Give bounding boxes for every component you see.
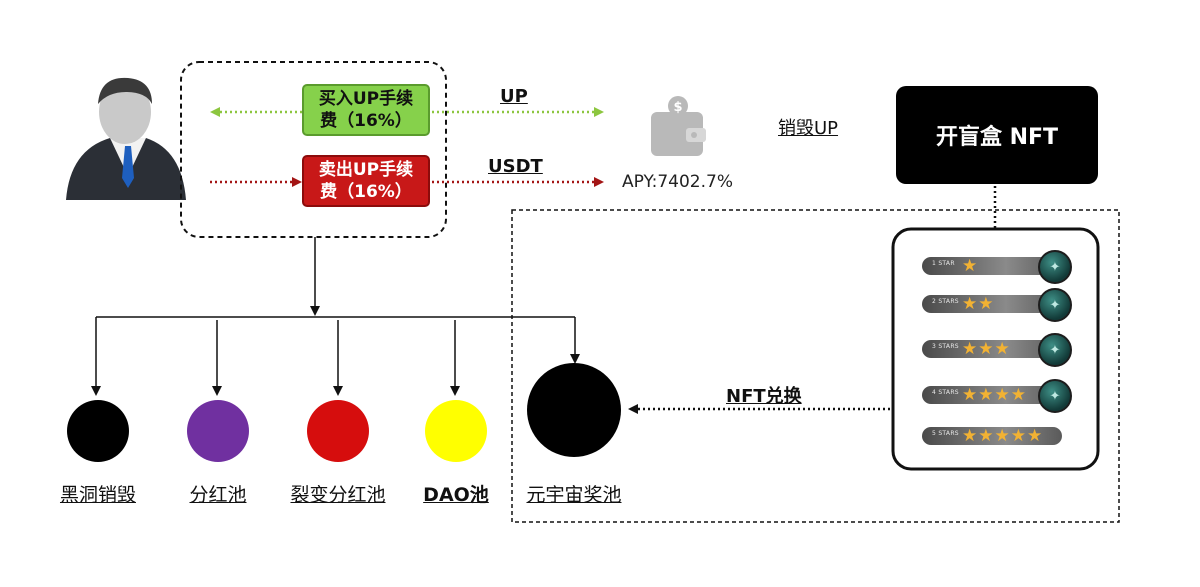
pool-circle-black-hole — [67, 400, 129, 462]
star-card-1: 1 STAR ★ ✦ — [922, 250, 1072, 284]
buy-fee-box: 买入UP手续费（16%） — [302, 84, 430, 136]
star-card-tag: 2 STARS — [932, 298, 959, 305]
pool-label-black-hole: 黑洞销毁 — [59, 484, 136, 506]
wallet-dollar-icon: $ — [651, 96, 706, 156]
nft-exchange-label: NFT兑换 — [726, 386, 802, 407]
star-rating: ★★★★ — [962, 385, 1027, 405]
pool-label-metaverse: 元宇宙奖池 — [526, 484, 622, 506]
businessman-icon — [66, 77, 186, 200]
star-rating: ★ — [962, 256, 979, 276]
apy-label: APY:7402.7% — [622, 172, 733, 192]
open-blind-box-label: 开盲盒 NFT — [935, 125, 1059, 150]
star-card-tag: 3 STARS — [932, 343, 959, 350]
pool-circle-metaverse — [527, 363, 621, 457]
sell-fee-label: 卖出UP手续费（16%） — [318, 160, 414, 202]
star-card-tag: 4 STARS — [932, 389, 959, 396]
pool-label-fission: 裂变分红池 — [290, 484, 386, 506]
nft-badge-icon: ✦ — [1038, 379, 1072, 413]
usdt-arrow-label: USDT — [488, 156, 543, 177]
pool-circle-dao — [425, 400, 487, 462]
star-rating: ★★ — [962, 294, 995, 314]
star-rating: ★★★ — [962, 339, 1011, 359]
nft-badge-icon: ✦ — [1038, 288, 1072, 322]
open-blind-box-nft[interactable]: 开盲盒 NFT — [896, 86, 1098, 184]
star-card-5: 5 STARS ★★★★★ — [922, 426, 1062, 446]
star-card-4: 4 STARS ★★★★ ✦ — [922, 379, 1072, 413]
pool-label-dividend: 分红池 — [189, 484, 247, 506]
nft-badge-icon: ✦ — [1038, 333, 1072, 367]
star-card-tag: 1 STAR — [932, 260, 955, 267]
buy-fee-label: 买入UP手续费（16%） — [318, 89, 414, 131]
pool-label-dao: DAO池 — [423, 484, 489, 506]
pool-circle-fission — [307, 400, 369, 462]
nft-badge-icon: ✦ — [1038, 250, 1072, 284]
nft-region — [511, 209, 1120, 523]
fee-container — [180, 61, 447, 238]
star-card-2: 2 STARS ★★ ✦ — [922, 288, 1072, 322]
up-arrow-label: UP — [500, 86, 528, 107]
sell-fee-box: 卖出UP手续费（16%） — [302, 155, 430, 207]
star-rating: ★★★★★ — [962, 426, 1044, 446]
star-card-3: 3 STARS ★★★ ✦ — [922, 333, 1072, 367]
star-card-tag: 5 STARS — [932, 430, 959, 437]
burn-up-label: 销毁UP — [778, 118, 839, 139]
pool-circle-dividend — [187, 400, 249, 462]
svg-text:$: $ — [673, 100, 682, 115]
